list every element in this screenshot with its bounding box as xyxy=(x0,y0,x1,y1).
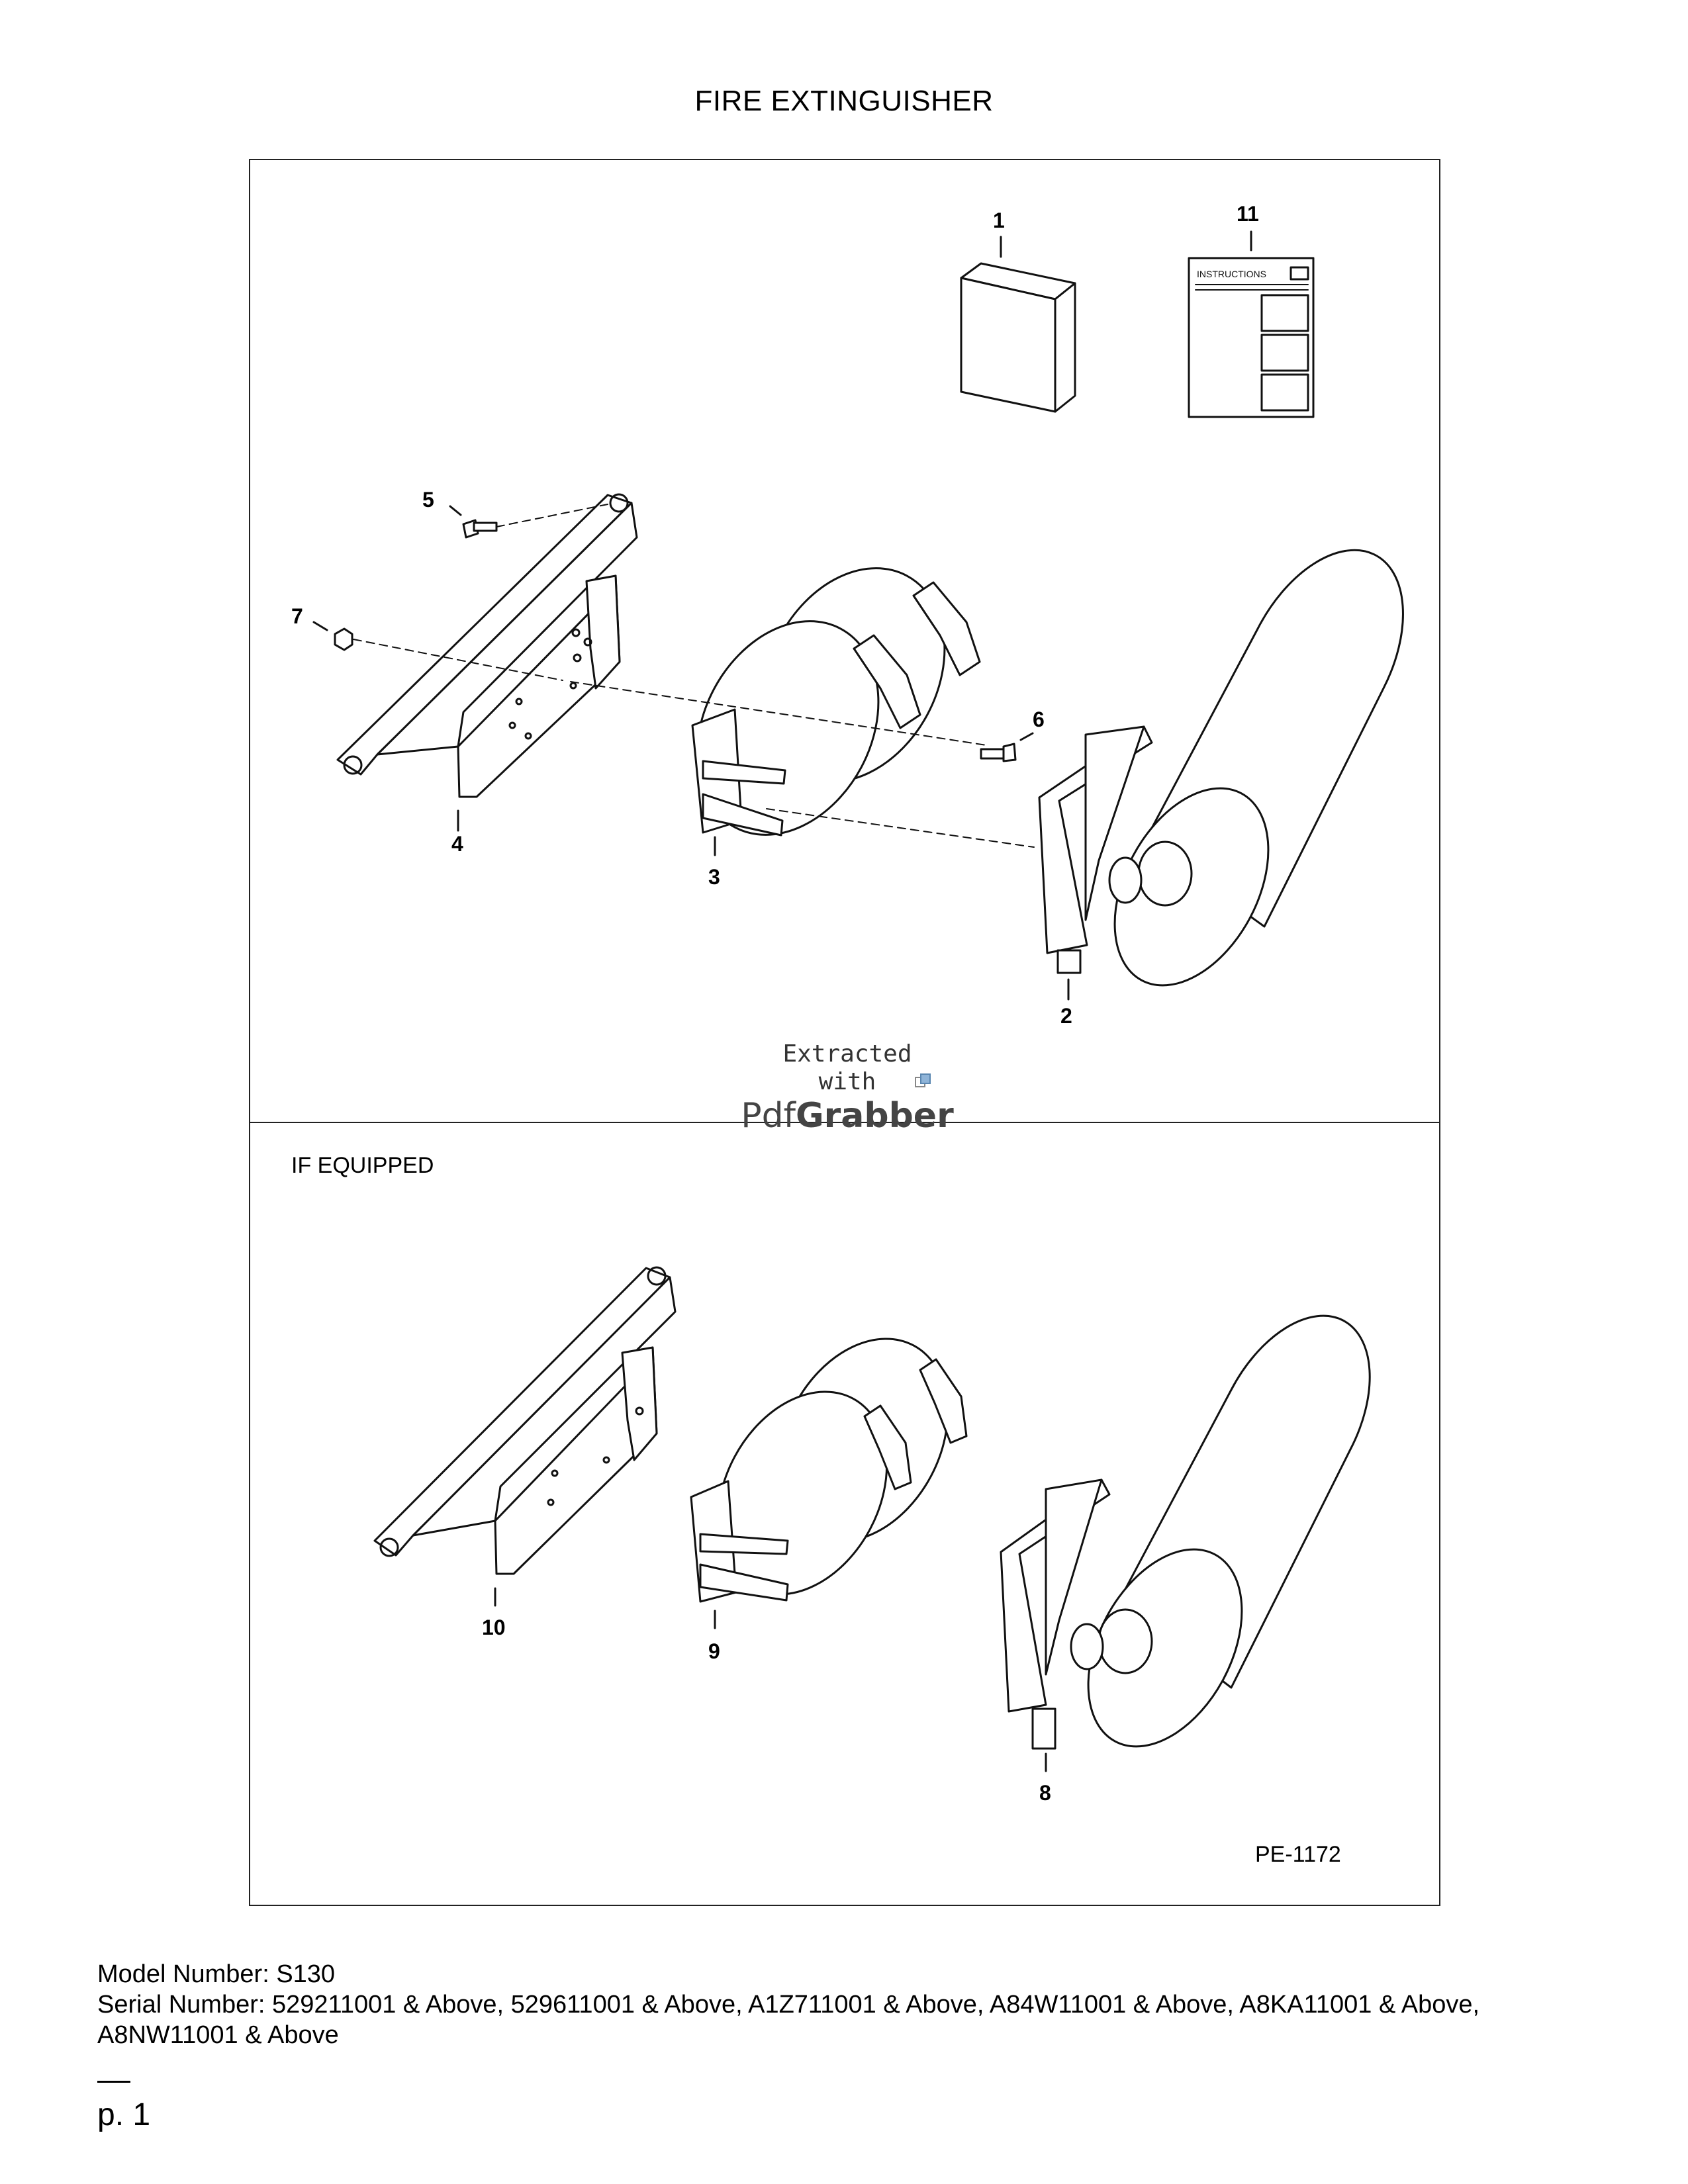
callout-2: 2 xyxy=(1060,1004,1072,1028)
callout-7: 7 xyxy=(291,604,303,628)
callout-9: 9 xyxy=(708,1639,720,1663)
part-bracket-10 xyxy=(373,1266,677,1575)
part-clamp-3 xyxy=(691,567,981,837)
watermark-brand-bold: Grabber xyxy=(795,1096,954,1136)
frame-divider xyxy=(249,1122,1440,1123)
callout-5: 5 xyxy=(422,488,434,512)
callout-4: 4 xyxy=(451,832,463,856)
figure-code: PE-1172 xyxy=(1255,1842,1341,1867)
page-title: FIRE EXTINGUISHER xyxy=(694,85,994,117)
footer-info: Model Number: S130 Serial Number: 529211… xyxy=(97,1959,1607,2050)
instructions-sheet-label: INSTRUCTIONS xyxy=(1197,269,1266,279)
part-bolt-5 xyxy=(462,519,498,539)
watermark-line-2: with xyxy=(818,1068,876,1095)
watermark-brand: PdfGrabber xyxy=(735,1096,960,1136)
watermark: Extracted with PdfGrabber xyxy=(735,1040,960,1136)
part-bracket-4 xyxy=(336,493,638,798)
part-extinguisher-8 xyxy=(1000,1314,1371,1750)
part-bolt-6 xyxy=(980,743,1017,762)
part-instructions-11 xyxy=(1188,257,1315,418)
model-number: Model Number: S130 xyxy=(97,1960,336,1988)
part-clamp-9 xyxy=(690,1338,968,1603)
section-label-if-equipped: IF EQUIPPED xyxy=(291,1153,434,1178)
diagram-frame xyxy=(249,159,1440,1906)
page-number-rule xyxy=(97,2081,130,2083)
callout-8: 8 xyxy=(1039,1781,1051,1805)
page-number: p. 1 xyxy=(97,2097,151,2132)
serial-numbers: Serial Number: 529211001 & Above, 529611… xyxy=(97,1991,1480,2049)
callout-6: 6 xyxy=(1033,707,1045,731)
watermark-brand-light: Pdf xyxy=(741,1096,796,1136)
part-box-1 xyxy=(960,262,1076,413)
callout-11: 11 xyxy=(1237,202,1259,226)
callout-3: 3 xyxy=(708,865,720,889)
callout-10: 10 xyxy=(482,1615,506,1639)
watermark-line-1: Extracted xyxy=(782,1040,912,1068)
pdfgrabber-logo-icon xyxy=(915,1073,931,1087)
callout-1: 1 xyxy=(993,208,1005,232)
part-extinguisher-2 xyxy=(1038,549,1404,987)
